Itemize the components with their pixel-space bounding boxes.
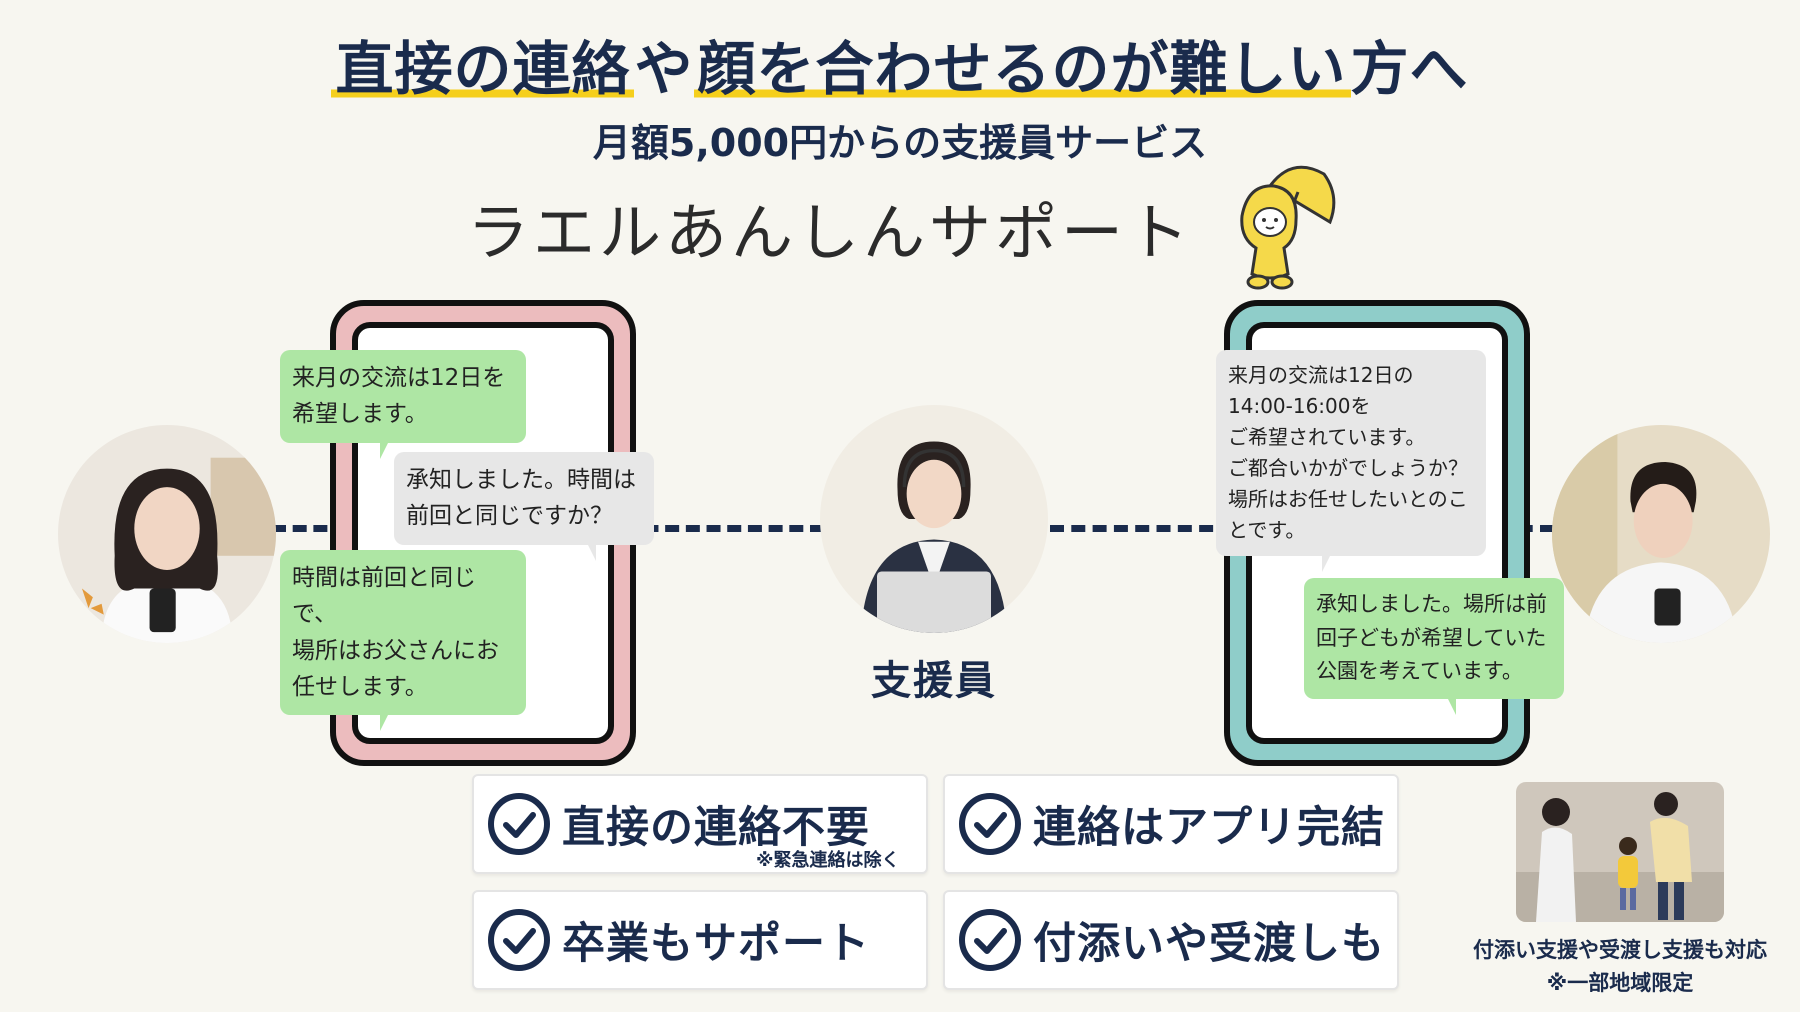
service-name: ラエルあんしんサポート	[466, 196, 1193, 269]
support-staff-label: 支援員	[871, 658, 997, 704]
headline-highlight-1: 直接の連絡	[331, 35, 635, 103]
chat-line: 公園を考えています。	[1316, 659, 1523, 684]
chat-line: ご希望されています。	[1228, 425, 1426, 449]
escort-support-photo	[1516, 782, 1724, 922]
feature-label: 連絡はアプリ完結	[1033, 803, 1385, 853]
check-circle-icon	[959, 909, 1021, 971]
chat-line: ご都合いかがでしょうか？	[1228, 456, 1468, 480]
avatar-woman	[58, 425, 276, 643]
feature-escort-handover: 付添いや受渡しも	[943, 890, 1399, 990]
photo-caption-line1: 付添い支援や受渡し支援も対応	[1473, 938, 1767, 962]
chat-line: とです。	[1228, 518, 1306, 542]
photo-caption: 付添い支援や受渡し支援も対応 ※一部地域限定	[1450, 934, 1790, 999]
headline-tail: 方へ	[1350, 35, 1469, 103]
feature-graduation-support: 卒業もサポート	[472, 890, 928, 990]
chat-line: 任せします。	[292, 673, 428, 700]
feature-app-only: 連絡はアプリ完結	[943, 774, 1399, 874]
chat-line: 来月の交流は12日を	[292, 365, 506, 391]
avatar-man	[1552, 425, 1770, 643]
feature-no-direct-contact: 直接の連絡不要	[472, 774, 928, 874]
chat-line: 承知しました。場所は前	[1316, 592, 1547, 616]
check-circle-icon	[488, 793, 550, 855]
feature-label: 卒業もサポート	[562, 919, 870, 969]
chat-line: 回子どもが希望していた	[1316, 625, 1547, 650]
chat-bubble-parent-a-1: 来月の交流は12日を 希望します。	[280, 350, 526, 459]
photo-caption-line2: ※一部地域限定	[1546, 970, 1694, 995]
chat-line: 時間は前回と同じで、	[292, 565, 476, 628]
raincoat-mascot-icon	[1212, 156, 1342, 296]
chat-line: 場所はお任せしたいとのこ	[1228, 487, 1468, 511]
chat-bubble-parent-a-2: 時間は前回と同じで、 場所はお父さんにお 任せします。	[280, 550, 526, 732]
headline-connector: や	[634, 35, 694, 103]
chat-line: 希望します。	[292, 401, 428, 428]
check-circle-icon	[959, 793, 1021, 855]
chat-bubble-parent-b-1: 承知しました。場所は前 回子どもが希望していた 公園を考えています。	[1304, 578, 1564, 715]
feature-label: 直接の連絡不要	[562, 803, 870, 853]
check-circle-icon	[488, 909, 550, 971]
avatar-support-staff	[820, 405, 1048, 633]
feature-label: 付添いや受渡しも	[1033, 919, 1385, 969]
headline-highlight-2: 顔を合わせるのが難しい	[693, 35, 1351, 103]
subline: 月額5,000円からの支援員サービス	[592, 121, 1208, 165]
chat-line: 来月の交流は12日の	[1228, 363, 1414, 387]
chat-bubble-staff-1: 承知しました。時間は 前回と同じですか？	[394, 452, 654, 561]
chat-line: 場所はお父さんにお	[292, 637, 499, 664]
chat-line: 前回と同じですか？	[406, 503, 613, 530]
chat-line: 14:00-16:00を	[1228, 394, 1371, 418]
chat-bubble-staff-2: 来月の交流は12日の 14:00-16:00を ご希望されています。 ご都合いか…	[1216, 350, 1486, 572]
headline: 直接の連絡や顔を合わせるのが難しい方へ	[0, 22, 1800, 106]
feature-note: ※緊急連絡は除く	[756, 850, 900, 871]
chat-line: 承知しました。時間は	[406, 467, 636, 493]
